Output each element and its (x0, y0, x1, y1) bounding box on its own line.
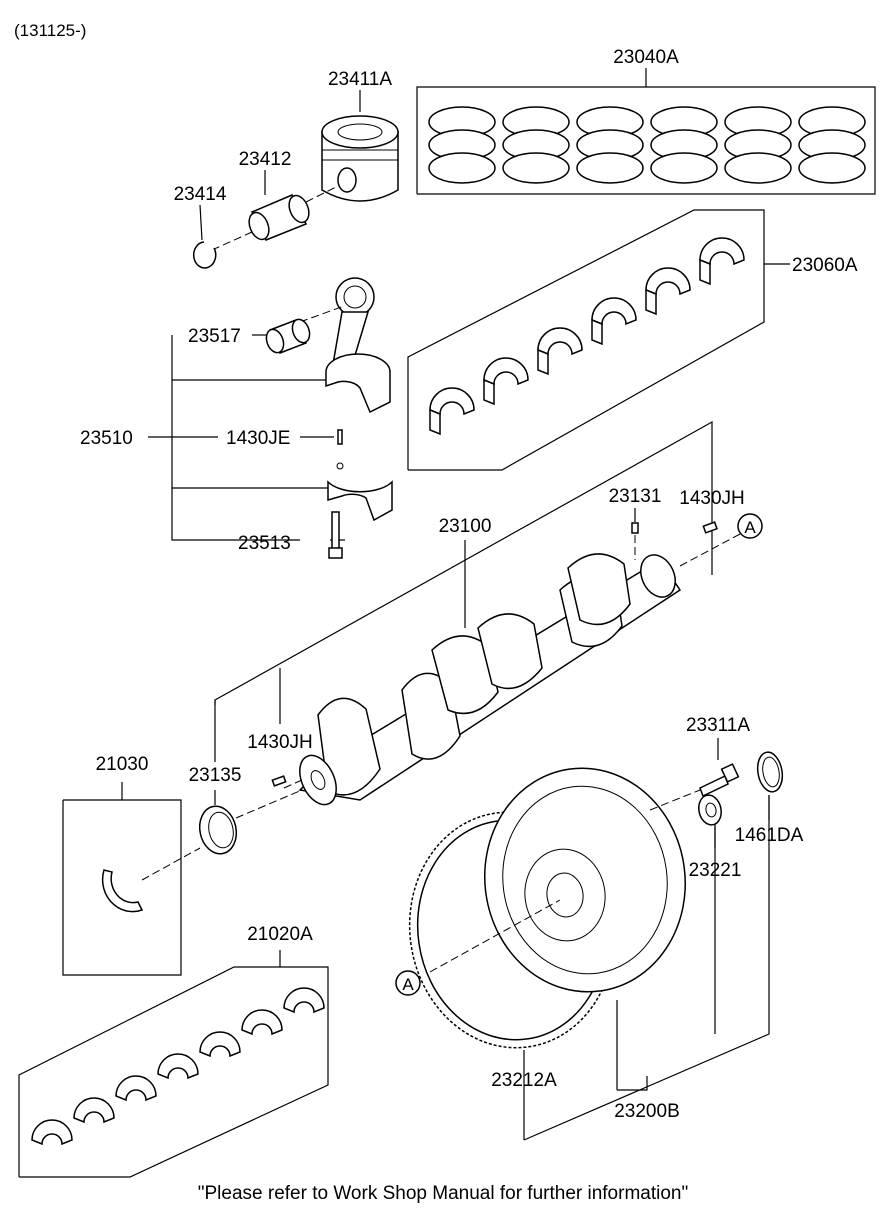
label-23100: 23100 (439, 516, 492, 537)
connecting-rod-assembly-23510[interactable] (148, 277, 393, 541)
flywheel-bolt-23311A[interactable] (649, 738, 740, 811)
connecting-rod-bolt-23513[interactable] (328, 511, 343, 559)
crankshaft-assembly-box (214, 420, 713, 762)
label-23060A: 23060A (792, 255, 858, 276)
bearing-shells (429, 237, 745, 436)
main-bearing-set-21020A[interactable] (18, 950, 329, 1178)
label-23311A: 23311A (686, 715, 750, 736)
crankshaft-23100[interactable] (235, 533, 741, 819)
reference-a-top-text: A (744, 518, 756, 537)
dowel-pin-1430JH-bottom[interactable] (271, 775, 287, 787)
label-23412: 23412 (239, 149, 292, 170)
label-1430JH-bottom: 1430JH (247, 732, 313, 753)
flywheel-23200B[interactable] (429, 755, 700, 1090)
piston-pin-23412[interactable] (211, 170, 339, 251)
label-23513: 23513 (238, 533, 291, 554)
pin-23131[interactable] (631, 508, 639, 560)
label-23517: 23517 (188, 326, 241, 347)
label-23200B: 23200B (614, 1101, 680, 1122)
dowel-pin-1430JH-top[interactable] (702, 521, 718, 534)
label-21020A: 21020A (247, 924, 313, 945)
diagram-header-code: (131125-) (14, 21, 86, 40)
label-21030: 21030 (96, 754, 149, 775)
dowel-pin-1430JE[interactable] (337, 429, 343, 445)
label-23411A: 23411A (328, 69, 392, 90)
reference-marker-a-top: A (737, 513, 763, 539)
label-1430JE: 1430JE (226, 428, 290, 449)
main-bearing-set-23060A[interactable] (407, 209, 790, 471)
oil-seal-23135[interactable] (195, 790, 240, 857)
lower-bearing-shells (31, 987, 325, 1146)
label-23040A: 23040A (613, 47, 679, 68)
thrust-bearing-21030[interactable] (62, 782, 201, 976)
label-23135: 23135 (189, 765, 242, 786)
label-23131: 23131 (609, 486, 662, 507)
snap-ring-23414[interactable] (193, 204, 217, 269)
piston-23411A[interactable] (321, 90, 399, 202)
label-1461DA: 1461DA (735, 825, 804, 846)
reference-a-bottom-text: A (402, 975, 414, 994)
label-23510: 23510 (80, 428, 133, 449)
label-23414: 23414 (174, 184, 227, 205)
small-end-bushing-23517[interactable] (263, 317, 312, 355)
label-23221: 23221 (689, 860, 742, 881)
footer-note: "Please refer to Work Shop Manual for fu… (198, 1183, 688, 1204)
pilot-bearing-23221[interactable] (696, 793, 724, 848)
snap-ring-1461DA[interactable] (755, 750, 786, 820)
piston-ring-set-23040A[interactable] (416, 68, 876, 195)
reference-marker-a-bottom: A (395, 970, 421, 996)
label-23212A: 23212A (491, 1070, 557, 1091)
label-1430JH-top: 1430JH (679, 488, 745, 509)
